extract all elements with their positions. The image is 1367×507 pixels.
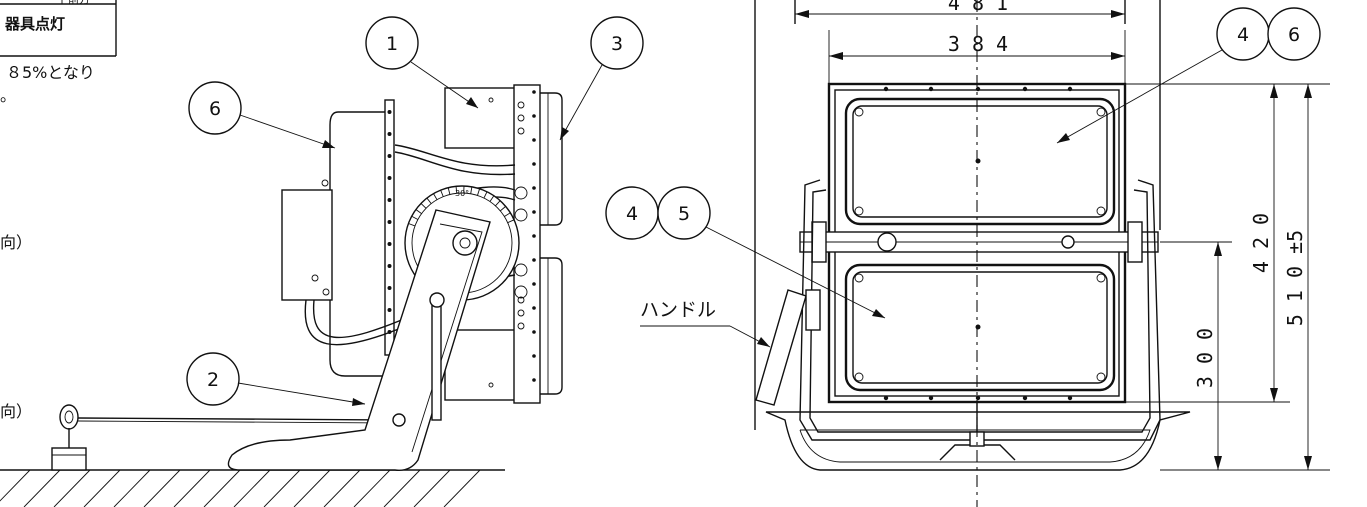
base-dish — [765, 411, 1191, 471]
handle-callout: ハンドル — [640, 299, 771, 348]
handle-bar — [755, 289, 807, 406]
support-rod — [431, 294, 442, 421]
period-mark: 。 — [0, 86, 16, 105]
note-box: 前方 器具点灯 — [0, 0, 117, 57]
upper-lamp-lens — [540, 92, 563, 226]
ground-hatching — [0, 469, 505, 507]
dimension-420: 4 2 0 — [1118, 83, 1290, 403]
callout-6-left: 6 — [188, 81, 336, 149]
lower-box — [444, 329, 521, 401]
lower-lamp-lens — [540, 257, 563, 395]
handle-label: ハンドル — [640, 299, 716, 321]
rear-plate — [384, 99, 395, 356]
callout-4-top: 4 — [1056, 7, 1270, 144]
svg-text:2: 2 — [207, 369, 219, 391]
svg-text:3: 3 — [611, 33, 623, 55]
dimension-481: 4 8 1 — [795, 0, 1125, 18]
svg-text:6: 6 — [1288, 24, 1300, 46]
callout-5-mid: 5 — [657, 186, 886, 319]
lamp-label: 器具点灯 — [4, 15, 65, 33]
callout-4-mid: 4 — [605, 186, 659, 240]
lower-lens-panel — [844, 263, 1116, 392]
anchor-weight — [51, 404, 87, 471]
callout-2: 2 — [186, 352, 366, 406]
svg-text:3 8 4: 3 8 4 — [948, 32, 1008, 56]
percent-note: ８5%となり — [6, 63, 95, 82]
callout-3: 3 — [559, 16, 644, 141]
stand-bracket — [227, 209, 491, 471]
callout-1: 1 — [365, 16, 479, 109]
ballast-box — [281, 189, 333, 301]
svg-text:4: 4 — [626, 203, 638, 225]
svg-text:5: 5 — [678, 203, 690, 225]
svg-text:6: 6 — [209, 98, 221, 120]
svg-text:3 0 0: 3 0 0 — [1193, 328, 1217, 388]
tether-wire — [77, 417, 397, 421]
terminal-box — [444, 87, 521, 149]
svg-text:4: 4 — [1237, 24, 1249, 46]
side-view-fixture: 30° — [51, 84, 563, 471]
cable-upper — [394, 144, 516, 167]
protractor-label: 30° — [455, 189, 469, 198]
front-view-fixture — [754, 0, 1191, 471]
svg-text:1: 1 — [386, 33, 398, 55]
dimension-300: 3 0 0 — [1160, 241, 1232, 470]
corner-label: 前方 — [68, 0, 90, 6]
direction-note-lower: 向） — [0, 402, 32, 421]
dimension-510: 5 1 0 ±5 — [1160, 83, 1330, 471]
svg-text:4 2 0: 4 2 0 — [1249, 213, 1273, 273]
dimension-384: 3 8 4 — [828, 30, 1126, 84]
svg-text:4 8 1: 4 8 1 — [948, 0, 1008, 15]
callout-6-top: 6 — [1267, 7, 1321, 61]
direction-note-upper: 向） — [0, 233, 32, 252]
rear-housing — [329, 111, 391, 377]
svg-text:5 1 0 ±5: 5 1 0 ±5 — [1283, 230, 1307, 326]
upper-lens-panel — [844, 97, 1116, 226]
